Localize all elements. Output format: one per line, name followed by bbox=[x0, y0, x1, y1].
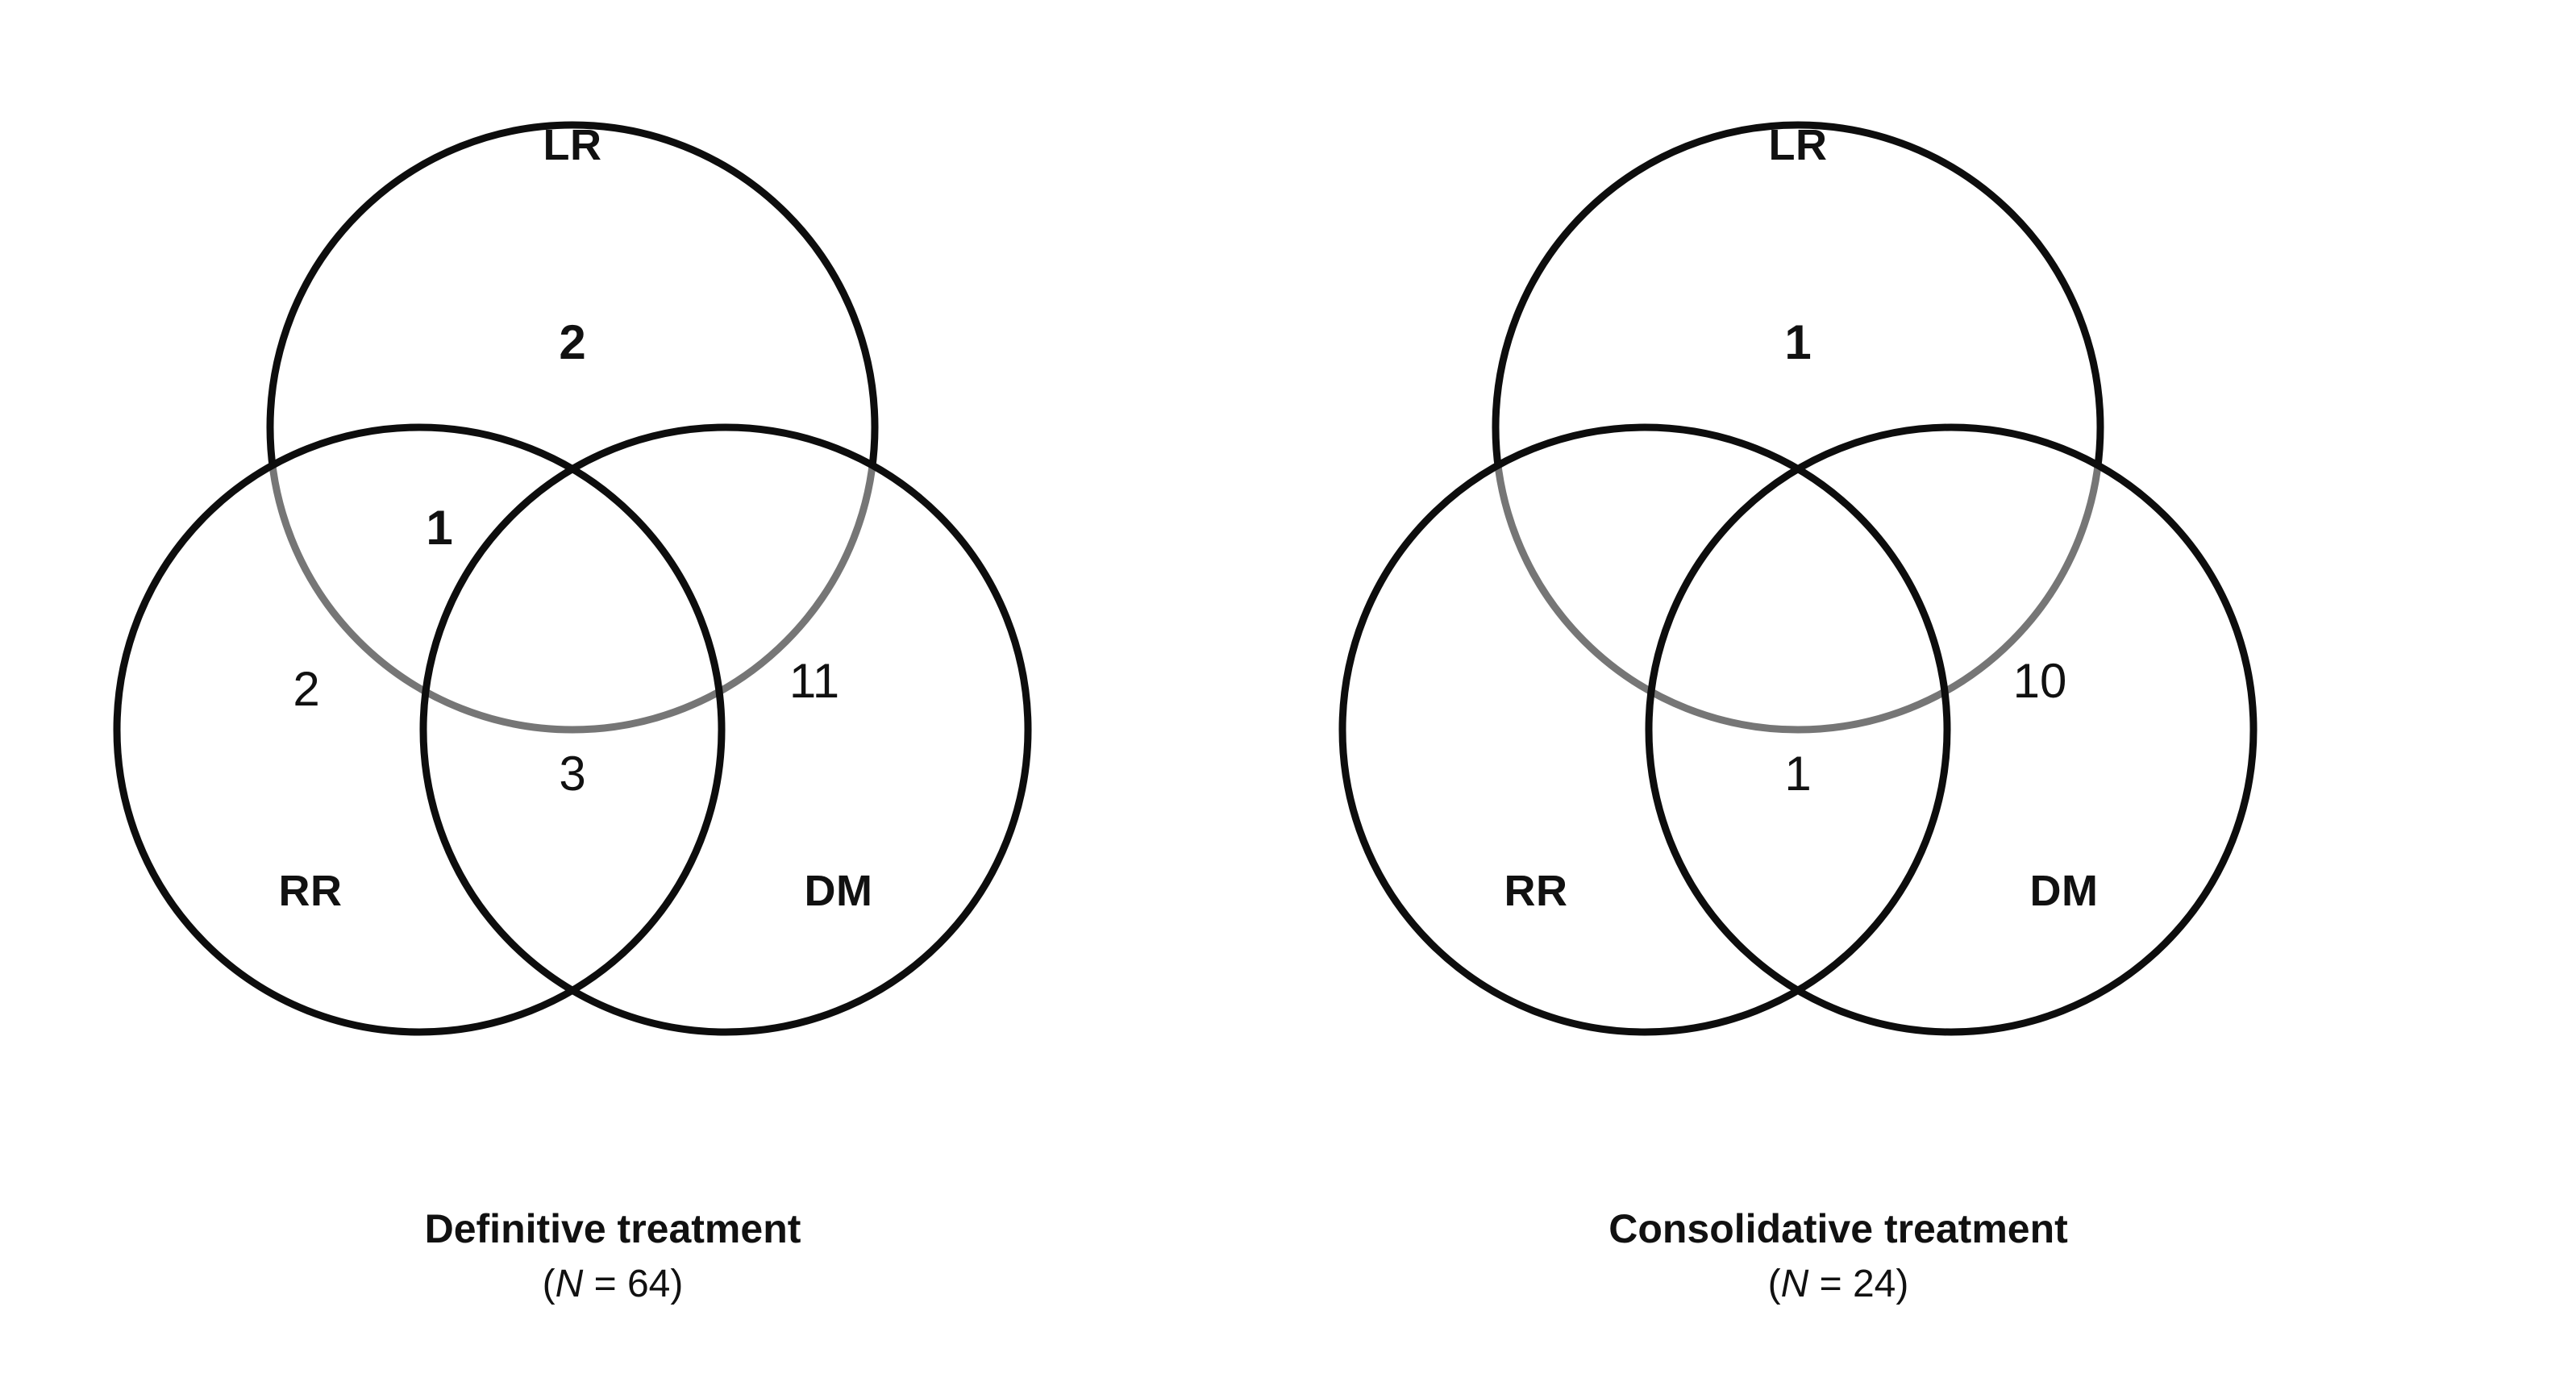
caption-paren-open: ( bbox=[1767, 1263, 1781, 1305]
panel-caption-consolidative: Consolidative treatment (N = 24) bbox=[1226, 1203, 2451, 1309]
caption-sample-size: (N = 64) bbox=[0, 1259, 1226, 1309]
venn-circles-definitive bbox=[113, 121, 1032, 1036]
rr-circle bbox=[113, 423, 726, 1036]
lr-circle bbox=[1492, 121, 2104, 734]
lr-circle bbox=[266, 121, 879, 734]
caption-title: Consolidative treatment bbox=[1608, 1206, 2068, 1251]
dm-circle bbox=[1645, 423, 2258, 1036]
caption-n-value: 24 bbox=[1852, 1263, 1896, 1305]
caption-sample-size: (N = 24) bbox=[1226, 1259, 2451, 1309]
caption-paren-close: ) bbox=[670, 1263, 684, 1305]
panel-caption-definitive: Definitive treatment (N = 64) bbox=[0, 1203, 1226, 1309]
caption-paren-open: ( bbox=[542, 1263, 556, 1305]
venn-panel-consolidative: LR RR DM 1 1 10 Consolidative treatment … bbox=[1226, 0, 2451, 1386]
dm-circle bbox=[419, 423, 1032, 1036]
venn-panel-definitive: LR RR DM 2 1 2 3 11 Definitive treatment… bbox=[0, 0, 1226, 1386]
caption-paren-close: ) bbox=[1896, 1263, 1909, 1305]
caption-equals: = bbox=[583, 1263, 627, 1305]
venn-circles-consolidative bbox=[1338, 121, 2258, 1036]
rr-circle bbox=[1338, 423, 1951, 1036]
caption-equals: = bbox=[1808, 1263, 1853, 1305]
caption-title: Definitive treatment bbox=[424, 1206, 801, 1251]
caption-n-symbol: N bbox=[555, 1263, 584, 1305]
caption-n-symbol: N bbox=[1780, 1263, 1809, 1305]
caption-n-value: 64 bbox=[626, 1263, 671, 1305]
